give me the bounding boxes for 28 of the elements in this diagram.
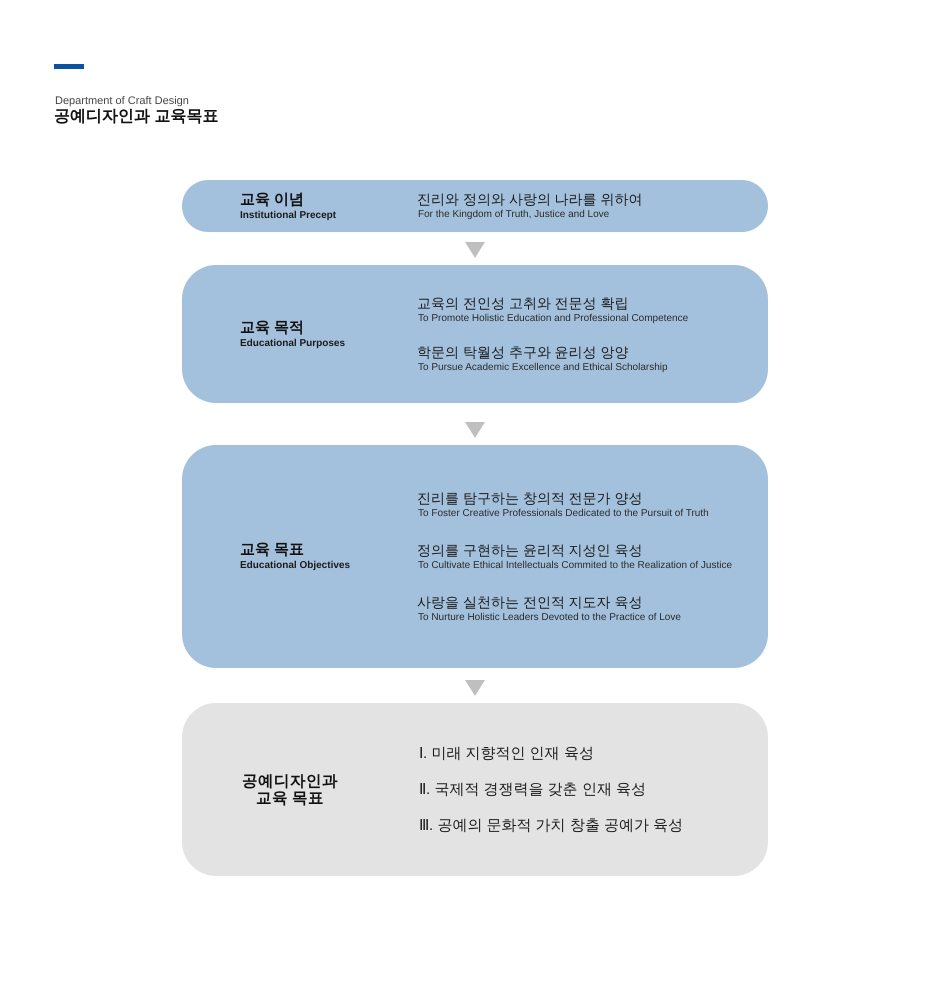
- korean-statement: 사랑을 실천하는 전인적 지도자 육성: [417, 592, 644, 610]
- section-subheading: Educational Purposes: [240, 336, 346, 350]
- section-heading: 교육 이념: [240, 190, 306, 208]
- korean-statement: 학문의 탁월성 추구와 윤리성 앙양: [417, 342, 630, 360]
- stage-panel: [182, 180, 768, 232]
- korean-statement: 진리를 탐구하는 창의적 전문가 양성: [417, 488, 644, 506]
- english-translation: To Cultivate Ethical Intellectuals Commited to the Realization of Justice: [417, 558, 732, 572]
- section-heading: 교육 목적: [240, 318, 306, 336]
- english-translation: To Foster Creative Professionals Dedicated to the Pursuit of Truth: [417, 506, 710, 520]
- english-translation: To Pursue Academic Excellence and Ethical Scholarship: [417, 360, 669, 374]
- objective-item: Ⅲ. 공예의 문화적 가치 창출 공예가 육성: [419, 816, 684, 836]
- english-translation: To Promote Holistic Education and Professional Competence: [417, 312, 688, 326]
- english-translation: To Nurture Holistic Leaders Devoted to the Practice of Love: [417, 610, 682, 624]
- section-subheading: Institutional Precept: [240, 208, 336, 222]
- section-heading: 교육 목표: [240, 540, 306, 559]
- section-heading: 공예디자인과 교육 목표: [241, 772, 339, 806]
- korean-statement: 정의를 구현하는 윤리적 지성인 육성: [417, 540, 644, 558]
- department-subtitle: Department of Craft Design: [55, 95, 189, 108]
- page-title: 공예디자인과 교육목표: [54, 107, 218, 127]
- korean-statement: 교육의 전인성 고취와 전문성 확립: [417, 294, 630, 312]
- summary-panel: [182, 703, 768, 876]
- section-subheading: Educational Objectives: [240, 559, 350, 573]
- korean-statement: 진리와 정의와 사랑의 나라를 위하여: [417, 190, 643, 208]
- stage-panel: [182, 265, 768, 403]
- objective-item: Ⅱ. 국제적 경쟁력을 갖춘 인재 육성: [419, 780, 648, 800]
- objective-item: Ⅰ. 미래 지향적인 인재 육성: [419, 744, 595, 764]
- english-translation: For the Kingdom of Truth, Justice and Love: [417, 208, 610, 222]
- stage-panel: [182, 445, 768, 668]
